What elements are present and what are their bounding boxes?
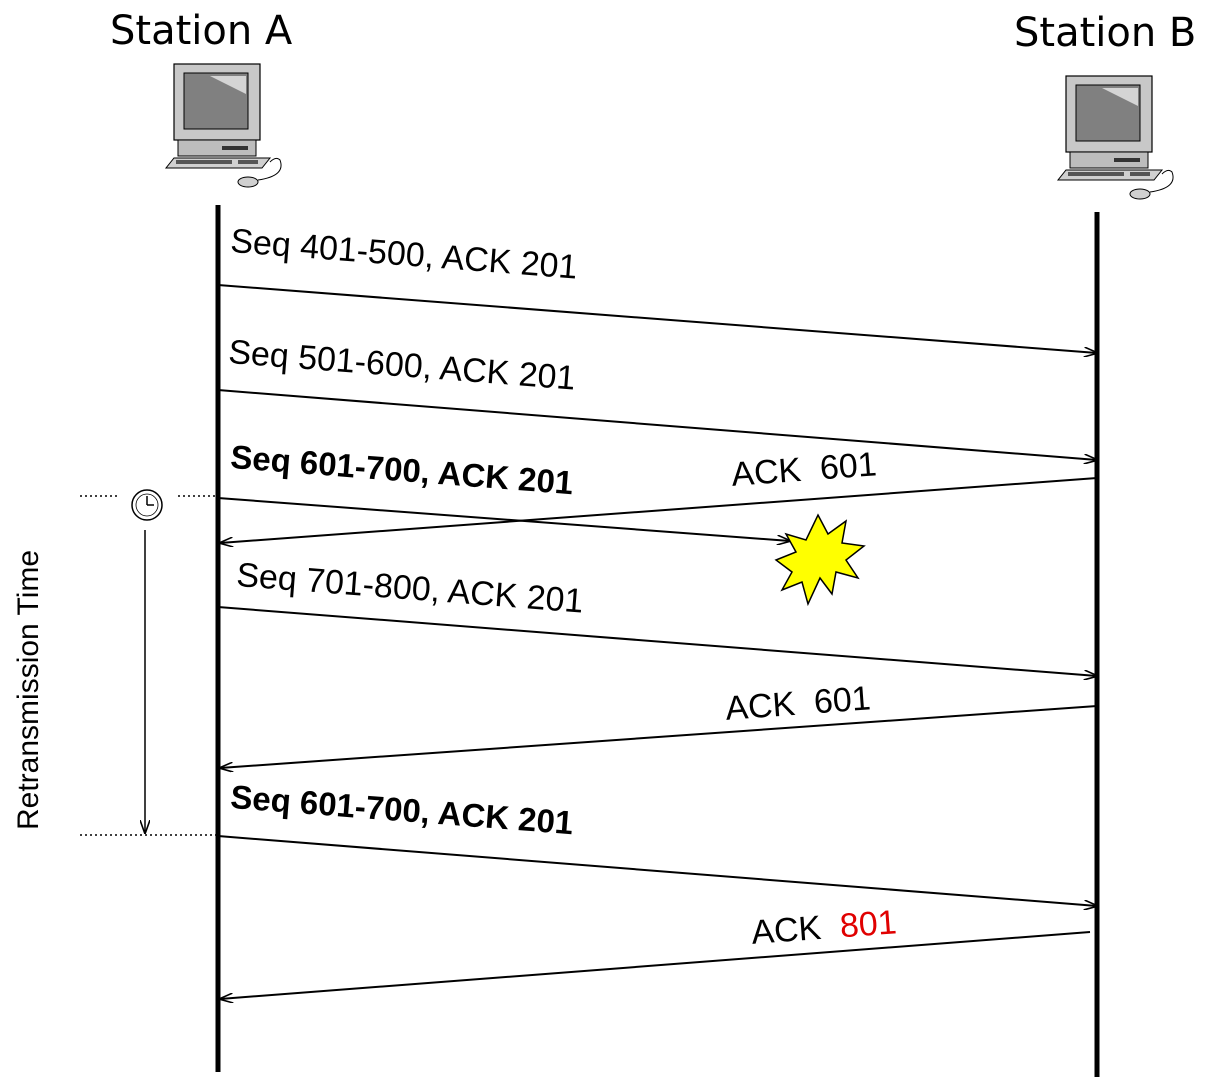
message-arrow-4 bbox=[217, 606, 1097, 676]
station-a-label: Station A bbox=[110, 8, 293, 54]
message-arrow-5-retransmit bbox=[217, 835, 1097, 906]
ack-keyword: ACK bbox=[724, 684, 797, 728]
message-arrow-2 bbox=[217, 389, 1097, 460]
explosion-icon bbox=[774, 513, 866, 607]
ack-value: 601 bbox=[818, 445, 878, 488]
seq-keyword: Seq bbox=[227, 333, 291, 376]
message-arrow-ack-1 bbox=[220, 477, 1098, 543]
computer-icon bbox=[1056, 75, 1174, 200]
message-arrow-1 bbox=[217, 284, 1097, 353]
ack-value-highlight: 801 bbox=[838, 903, 898, 946]
clock-icon bbox=[131, 489, 163, 521]
retransmission-time-label: Retransmission Time bbox=[12, 549, 45, 830]
message-arrow-3-lost bbox=[217, 497, 790, 541]
computer-icon bbox=[164, 63, 282, 188]
seq-keyword: Seq bbox=[229, 222, 293, 265]
message-arrow-ack-3 bbox=[220, 931, 1091, 999]
ack-value: 601 bbox=[812, 679, 872, 722]
seq-keyword: Seq bbox=[235, 556, 299, 599]
message-arrow-ack-2 bbox=[220, 705, 1098, 768]
ack-keyword: ACK bbox=[730, 450, 803, 494]
ack-keyword: ACK bbox=[750, 908, 823, 952]
station-b-label: Station B bbox=[1014, 10, 1197, 56]
